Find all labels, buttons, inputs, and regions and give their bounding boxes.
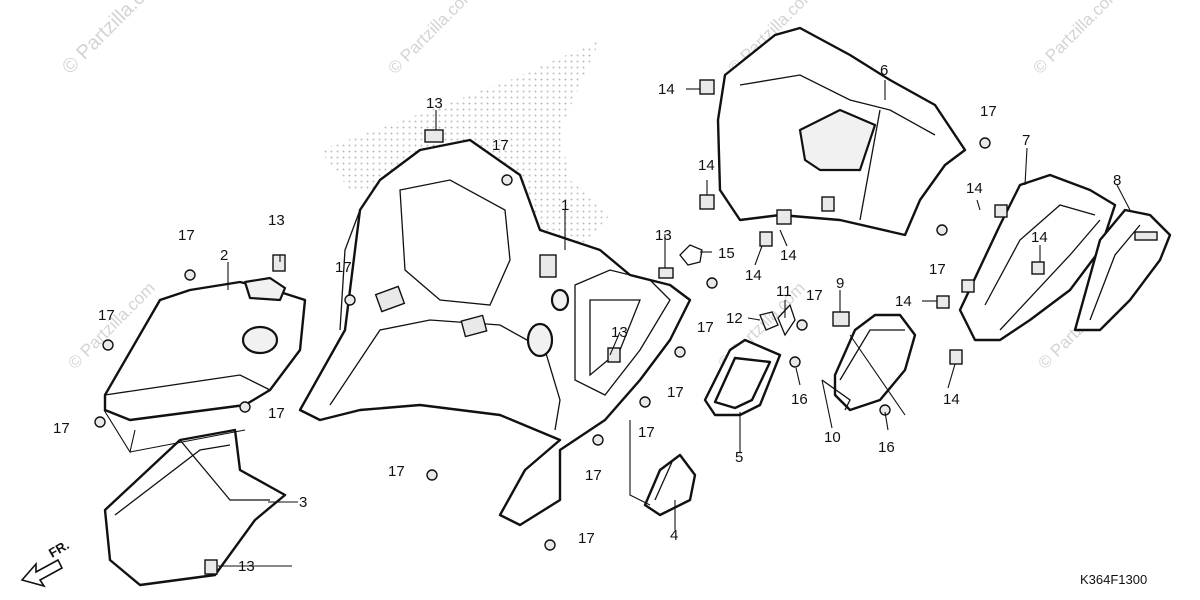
- callout-17: 17: [697, 319, 714, 336]
- callout-17: 17: [388, 463, 405, 480]
- clip-14: [699, 79, 715, 95]
- callout-9: 9: [836, 275, 844, 292]
- clip-13: [424, 129, 444, 143]
- callout-17: 17: [98, 307, 115, 324]
- part-5-seal: [703, 338, 782, 417]
- callout-7: 7: [1022, 132, 1030, 149]
- bracket-11: [777, 303, 796, 337]
- callout-13: 13: [268, 212, 285, 229]
- callout-15: 15: [718, 245, 735, 262]
- callout-17: 17: [335, 259, 352, 276]
- callout-14: 14: [658, 81, 675, 98]
- watermark: © Partzilla.com: [1029, 0, 1123, 78]
- callout-17: 17: [585, 467, 602, 484]
- callout-14: 14: [943, 391, 960, 408]
- front-label: FR.: [46, 537, 72, 560]
- callout-14: 14: [966, 180, 983, 197]
- callout-17: 17: [578, 530, 595, 547]
- callout-14: 14: [780, 247, 797, 264]
- callout-13: 13: [655, 227, 672, 244]
- part-4-cap: [643, 453, 697, 517]
- callout-11: 11: [776, 283, 792, 300]
- front-direction-indicator: FR.: [20, 537, 72, 588]
- callout-13: 13: [611, 324, 628, 341]
- callout-12: 12: [726, 310, 743, 327]
- callout-14: 14: [1031, 229, 1048, 246]
- clip-14: [699, 194, 715, 210]
- callout-17: 17: [806, 287, 823, 304]
- callout-10: 10: [824, 429, 841, 446]
- part-10-lid: [821, 313, 917, 412]
- front-arrow-icon: [20, 558, 64, 588]
- part-3-lower-box: [103, 428, 287, 587]
- clip-14: [936, 295, 950, 309]
- washer-12: [759, 311, 779, 331]
- watermark: © Partzilla.com: [58, 0, 169, 79]
- clip-13: [272, 254, 286, 272]
- part-8-strip: [1073, 208, 1172, 332]
- callout-14: 14: [745, 267, 762, 284]
- part-7-side-panel: [958, 173, 1117, 342]
- fasteners: [94, 79, 991, 551]
- diagram-code: K364F1300: [1080, 572, 1147, 587]
- callout-14: 14: [698, 157, 715, 174]
- callout-17: 17: [53, 420, 70, 437]
- callout-16: 16: [791, 391, 808, 408]
- callout-17: 17: [492, 137, 509, 154]
- callout-6: 6: [880, 62, 888, 79]
- callout-16: 16: [878, 439, 895, 456]
- callout-14: 14: [895, 293, 912, 310]
- grommet-15: [679, 244, 703, 266]
- part-6-upper-panel: [716, 26, 967, 237]
- callout-17: 17: [638, 424, 655, 441]
- callout-labels: 1 2 3 4 5 6 7 8 9 10 11 12 13 13 13 13 1…: [53, 62, 1121, 575]
- callout-4: 4: [670, 527, 678, 544]
- callout-8: 8: [1113, 172, 1121, 189]
- callout-2: 2: [220, 247, 228, 264]
- callout-13: 13: [426, 95, 443, 112]
- clip-9: [832, 311, 850, 327]
- callout-17: 17: [929, 261, 946, 278]
- part-1-inner-cover: [298, 138, 692, 527]
- callout-17: 17: [178, 227, 195, 244]
- callout-13: 13: [238, 558, 255, 575]
- callout-3: 3: [299, 494, 307, 511]
- leader-lines: [103, 80, 1131, 567]
- callout-17: 17: [980, 103, 997, 120]
- callout-17: 17: [667, 384, 684, 401]
- part-2-upper-box: [103, 276, 307, 422]
- clip-14: [759, 231, 773, 247]
- callout-5: 5: [735, 449, 743, 466]
- callout-17: 17: [268, 405, 285, 422]
- callout-1: 1: [561, 197, 569, 214]
- clip-14: [949, 349, 963, 365]
- watermark: © Partzilla.com: [384, 0, 478, 78]
- clip-13: [658, 267, 674, 279]
